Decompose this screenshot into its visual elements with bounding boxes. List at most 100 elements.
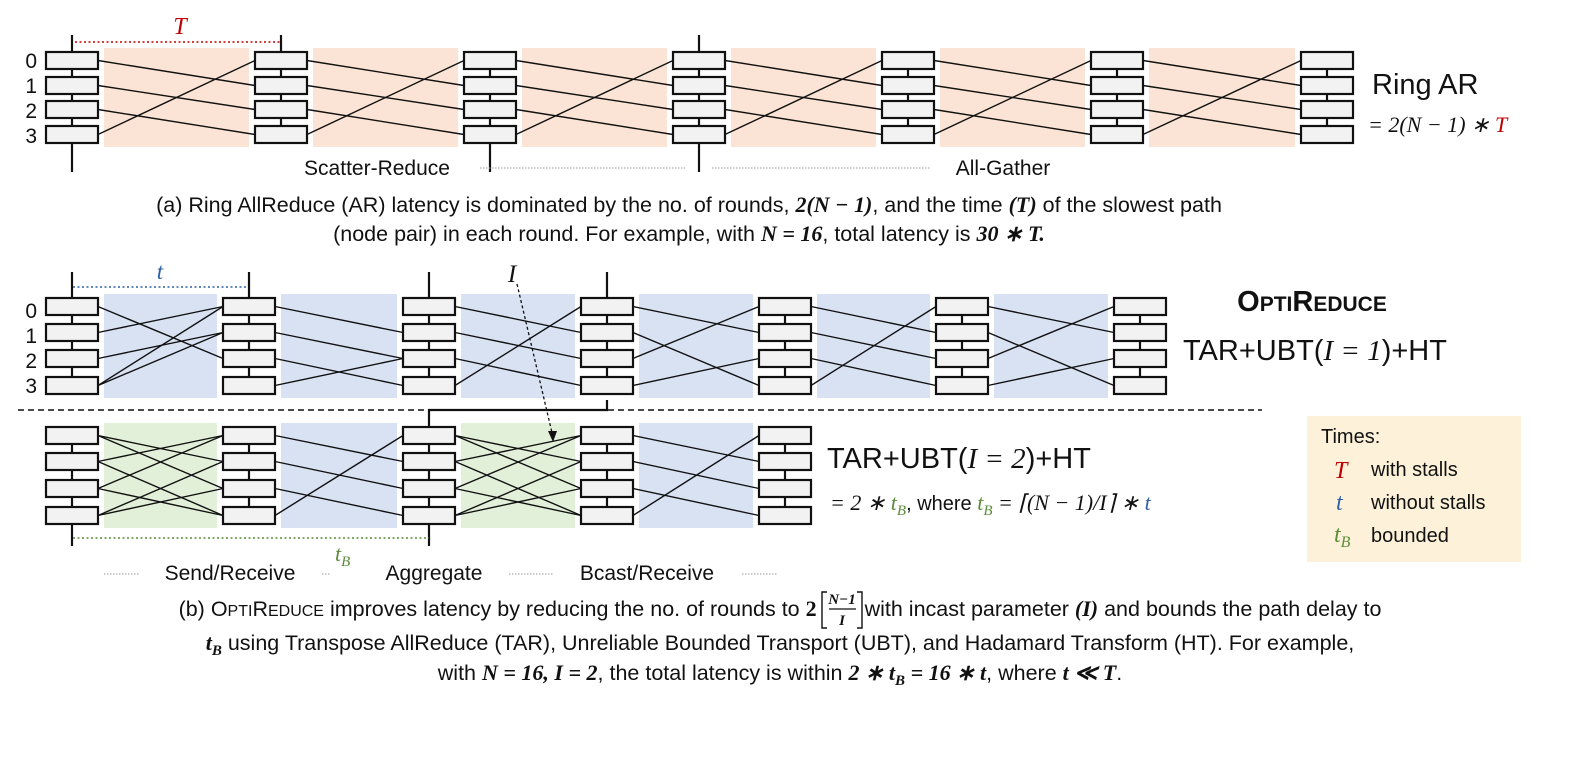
node-buffer	[671, 75, 727, 96]
transfer-edge	[97, 460, 224, 517]
formula-math: = ⌈(N − 1)/I⌉ ∗	[993, 490, 1145, 515]
caption-b-text: (b)	[179, 597, 211, 621]
transfer-edge	[632, 357, 760, 387]
node-buffer	[579, 505, 635, 526]
caption-b-math: (I)	[1075, 596, 1098, 621]
caption-b-math: 2	[806, 596, 817, 621]
transfer-edge	[933, 59, 1092, 87]
node-id-labels-mid: 0 1 2 3	[25, 300, 37, 398]
node-buffer	[579, 478, 635, 499]
formula-math: = 2 ∗	[830, 490, 891, 515]
transfer-edge	[810, 305, 937, 387]
node-buffer	[1089, 75, 1145, 96]
node-id-0: 0	[25, 300, 37, 323]
tB-sub: B	[341, 554, 350, 570]
caption-b-line2: tB using Transpose AllReduce (TAR), Unre…	[206, 630, 1355, 659]
node-buffer	[44, 50, 100, 71]
caption-a-text: of the slowest path	[1037, 193, 1222, 217]
node-buffer	[579, 451, 635, 472]
node-buffer	[462, 99, 518, 120]
node-buffer	[221, 322, 277, 343]
transfer-edge	[724, 59, 883, 136]
node-buffer	[253, 124, 309, 145]
caption-a-text: (a) Ring AllReduce (AR) latency is domin…	[156, 193, 795, 217]
transfer-edge	[724, 59, 883, 87]
transfer-edge	[632, 305, 760, 334]
node-buffer	[757, 348, 813, 369]
caption-a-text: , and the time	[872, 193, 1008, 217]
node-buffer	[671, 99, 727, 120]
node-buffer	[757, 505, 813, 526]
transfer-edge	[97, 487, 224, 517]
transfer-edge	[933, 59, 1092, 136]
node-buffer	[880, 124, 936, 145]
node-buffer	[880, 99, 936, 120]
caption-a-math: N = 16	[760, 221, 822, 246]
transfer-edge	[274, 357, 404, 387]
node-id-labels-top: 0 1 2 3	[25, 50, 37, 148]
caption-b-math: N = 16, I = 2	[481, 660, 598, 685]
caption-b-smallcaps: R	[252, 597, 268, 621]
phase-bcast-receive: Bcast/Receive	[580, 562, 714, 585]
caption-a-text: (node pair) in each round. For example, …	[333, 222, 761, 246]
formula-text: )+HT	[1382, 335, 1448, 367]
node-buffer	[253, 99, 309, 120]
round-band	[461, 423, 575, 528]
legend-label-with-stalls: with stalls	[1370, 459, 1458, 481]
node-buffer	[1112, 348, 1168, 369]
ring-ar-formula-text: = 2(N − 1) ∗	[1368, 112, 1495, 137]
node-id-3: 3	[25, 375, 37, 398]
transfer-edge	[987, 305, 1115, 334]
node-buffer	[579, 375, 635, 396]
node-buffer	[44, 322, 100, 343]
node-buffer	[221, 348, 277, 369]
transfer-edge	[632, 331, 760, 387]
node-buffer	[44, 375, 100, 396]
ceil-right	[857, 591, 863, 629]
transfer-edge	[632, 434, 760, 463]
node-buffer	[401, 505, 457, 526]
transfer-edge	[933, 108, 1092, 136]
phase-aggregate: Aggregate	[386, 562, 483, 585]
phase-all-gather: All-Gather	[956, 157, 1051, 180]
node-buffer	[880, 50, 936, 71]
node-id-3: 3	[25, 125, 37, 148]
node-buffer	[462, 50, 518, 71]
node-buffer	[934, 322, 990, 343]
node-buffer	[401, 348, 457, 369]
transfer-edge	[1142, 108, 1302, 136]
caption-a-math: 30 ∗ T.	[976, 221, 1045, 246]
node-buffer	[44, 451, 100, 472]
transfer-edge	[97, 108, 256, 136]
formula-text: , where	[906, 493, 977, 515]
transfer-edge	[454, 434, 582, 490]
node-buffer	[1089, 50, 1145, 71]
node-buffer	[401, 375, 457, 396]
node-buffer	[44, 296, 100, 317]
node-buffer	[401, 451, 457, 472]
formula-I2: TAR+UBT(I = 2)+HT	[827, 443, 1091, 475]
caption-a-math: (T)	[1009, 192, 1037, 217]
node-buffer	[671, 50, 727, 71]
legend-box	[1307, 416, 1521, 562]
round-band	[994, 294, 1108, 398]
caption-b-math: t	[206, 630, 213, 655]
node-buffer	[1299, 75, 1355, 96]
node-buffer	[44, 478, 100, 499]
node-buffer	[401, 478, 457, 499]
node-buffer	[401, 296, 457, 317]
node-buffer	[401, 425, 457, 446]
transfer-edge	[515, 59, 674, 87]
caption-b-math-sub: B	[211, 643, 222, 659]
transfer-edge	[274, 434, 404, 463]
transfer-edge	[454, 460, 582, 517]
node-buffer	[221, 505, 277, 526]
node-buffer	[579, 322, 635, 343]
caption-b-text: , where	[986, 661, 1062, 685]
transfer-edges	[97, 59, 1302, 517]
node-buffer	[1112, 375, 1168, 396]
node-buffer	[934, 348, 990, 369]
legend-label-without-stalls: without stalls	[1370, 492, 1486, 514]
formula-I1: TAR+UBT(I = 1)+HT	[1183, 335, 1447, 367]
